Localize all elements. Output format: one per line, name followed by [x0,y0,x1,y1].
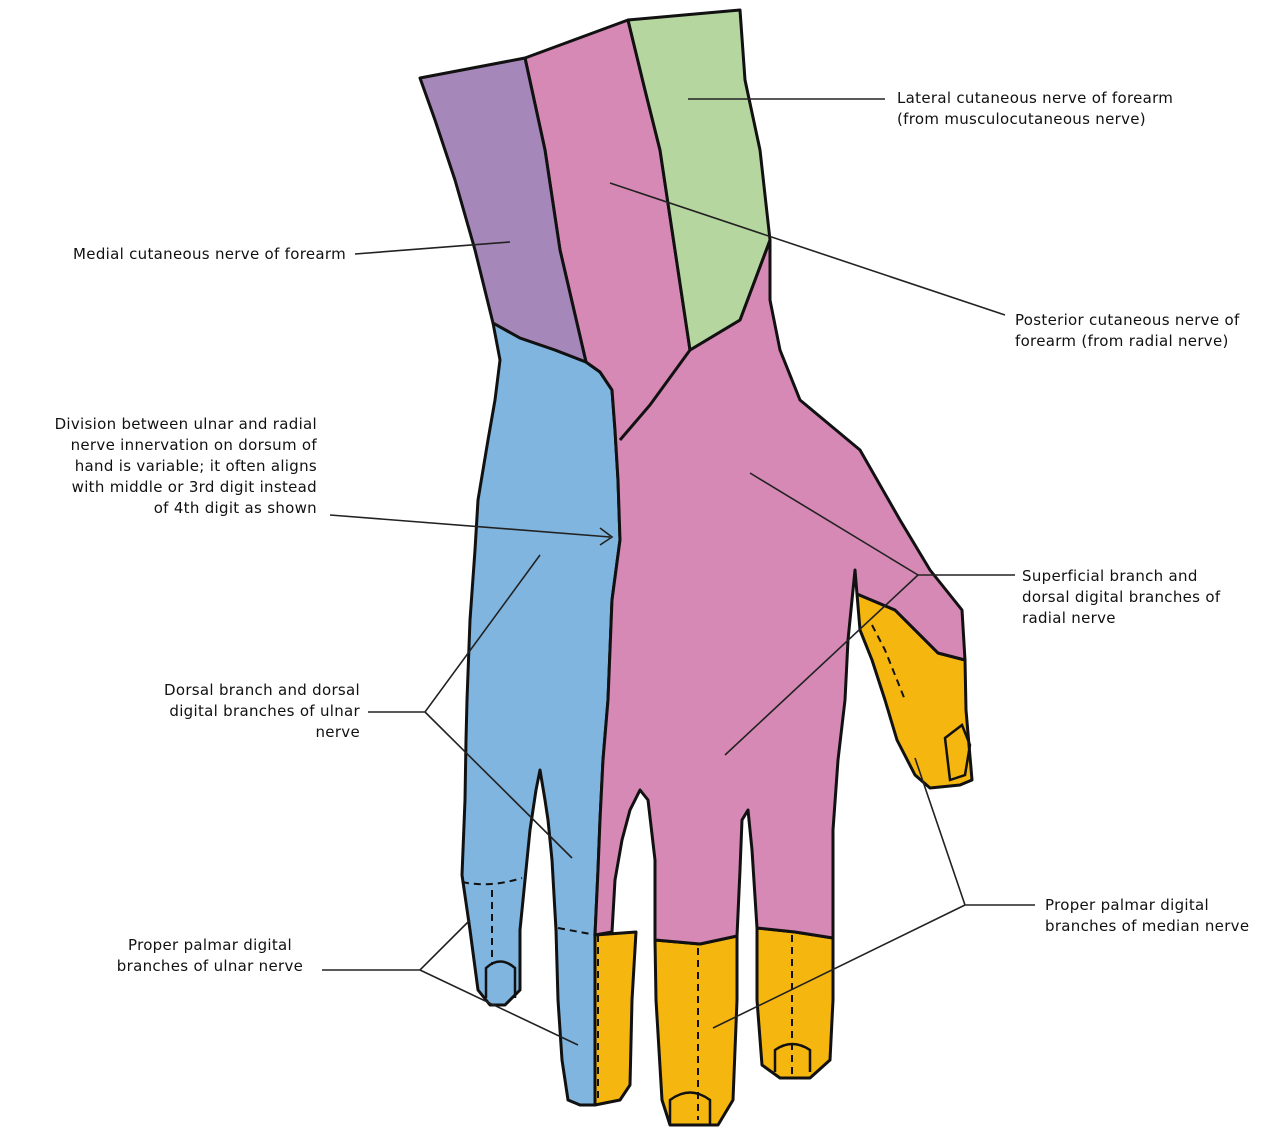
median-finger-2-region [757,928,833,1078]
median-finger-3-region [655,936,737,1125]
label-dorsal-ulnar-branch: Dorsal branch and dorsal digital branche… [100,680,360,743]
label-posterior-cutaneous-nerve: Posterior cutaneous nerve of forearm (fr… [1015,310,1240,352]
ulnar-digital-leader [322,920,578,1045]
label-superficial-radial-branch: Superficial branch and dorsal digital br… [1022,566,1220,629]
label-median-digital-branches: Proper palmar digital branches of median… [1045,895,1249,937]
label-lateral-cutaneous-nerve: Lateral cutaneous nerve of forearm (from… [897,88,1173,130]
label-division-note: Division between ulnar and radial nerve … [10,414,317,519]
label-ulnar-digital-branches: Proper palmar digital branches of ulnar … [95,935,325,977]
median-finger-4-region [595,932,636,1105]
label-medial-cutaneous-nerve: Medial cutaneous nerve of forearm [34,244,346,265]
